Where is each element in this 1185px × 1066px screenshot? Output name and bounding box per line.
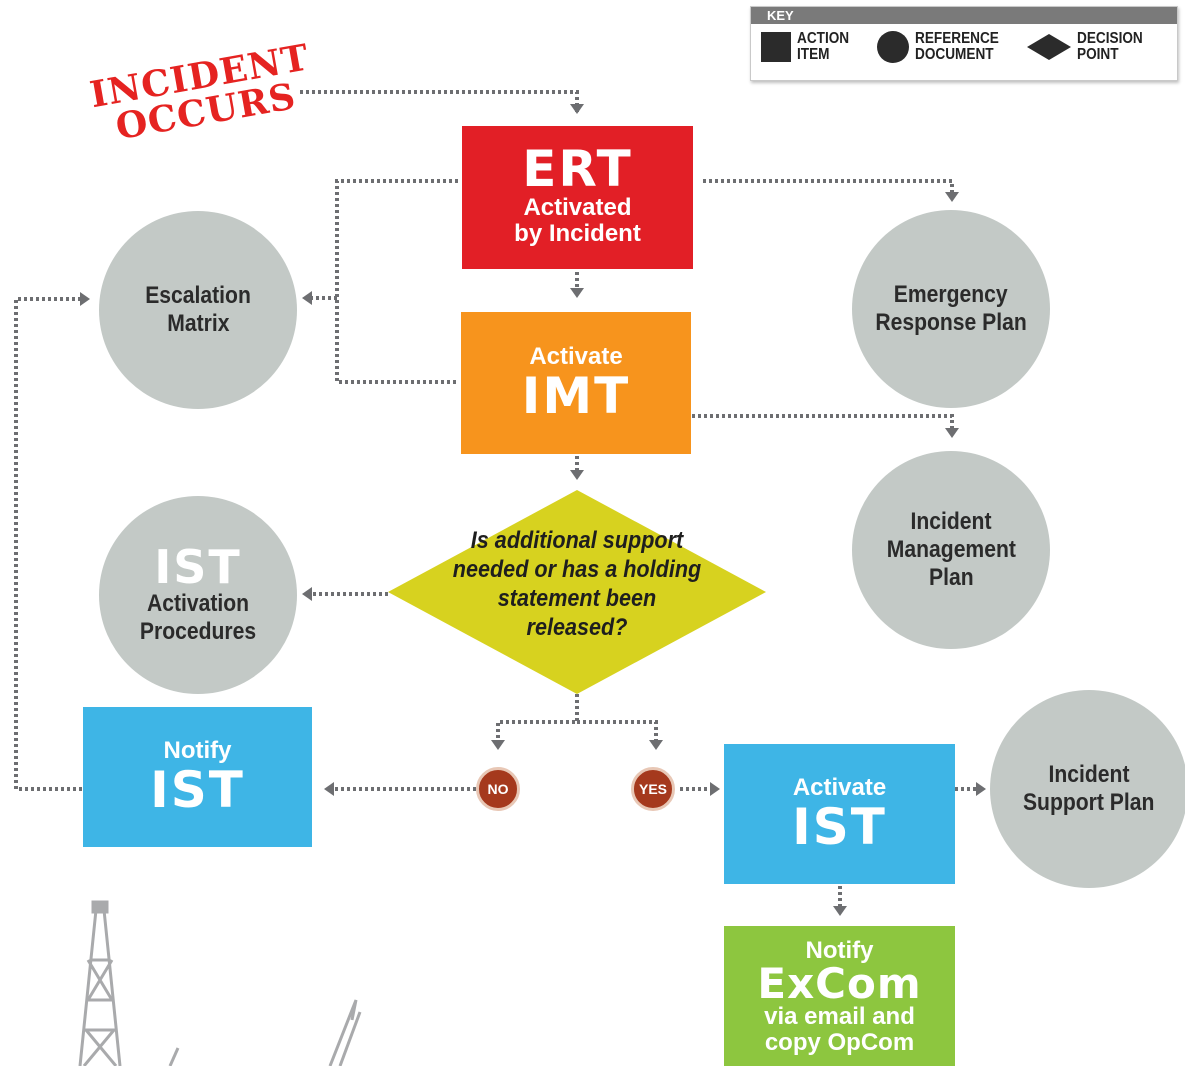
activate-ist-title: IST — [792, 798, 887, 856]
key-reference-line-2: DOCUMENT — [915, 46, 994, 63]
excom-line-1: via email and — [764, 1003, 915, 1030]
excom-title: ExCom — [757, 959, 922, 1008]
key-reference-line-1: REFERENCE — [915, 30, 999, 47]
ist-activation-title: IST — [154, 540, 242, 594]
arrow-head — [324, 782, 334, 796]
key-decision-line-1: DECISION — [1077, 30, 1143, 47]
yes-badge: YES — [631, 767, 675, 811]
oil-rig-illustration — [78, 900, 362, 1066]
notify-ist-top-label: Notify — [163, 737, 232, 764]
incident-support-plan-document: Incident Support Plan — [990, 690, 1185, 888]
notify-ist-action-box: Notify IST — [83, 707, 312, 847]
ert-title: ERT — [522, 139, 633, 198]
key-legend: KEY ACTION ITEM REFERENCE DOCUMENT DECIS… — [750, 6, 1178, 81]
ist-activation-procedures-document: IST Activation Procedures — [99, 496, 297, 694]
notify-ist-title: IST — [150, 761, 245, 819]
key-item-action: ACTION ITEM — [761, 31, 858, 63]
key-item-decision: DECISION POINT — [1027, 31, 1154, 63]
arrow-head — [710, 782, 720, 796]
arrow-head — [833, 906, 847, 916]
arrow-head — [302, 291, 312, 305]
incident-management-line-1: Incident — [910, 508, 992, 535]
circle-icon — [877, 31, 909, 63]
excom-top-label: Notify — [805, 937, 874, 964]
incident-management-line-2: Management — [886, 536, 1016, 563]
arrow-head — [570, 104, 584, 114]
arrow-head — [570, 288, 584, 298]
arrow-head — [976, 782, 986, 796]
key-action-line-2: ITEM — [797, 46, 830, 63]
diamond-icon — [1027, 34, 1071, 60]
incident-support-line-2: Support Plan — [1023, 789, 1155, 816]
arrow-head — [649, 740, 663, 750]
excom-line-2: copy OpCom — [764, 1029, 915, 1056]
activate-ist-action-box: Activate IST — [724, 744, 955, 884]
key-title: KEY — [751, 7, 1177, 24]
escalation-matrix-document: Escalation Matrix — [99, 211, 297, 409]
emergency-response-line-2: Response Plan — [875, 309, 1027, 336]
no-badge: NO — [476, 767, 520, 811]
key-item-reference: REFERENCE DOCUMENT — [877, 31, 1014, 63]
ert-line-1: Activated — [523, 193, 632, 221]
ist-activation-line-1: Activation — [146, 590, 250, 617]
arrow-head — [302, 587, 312, 601]
escalation-matrix-line-1: Escalation — [145, 282, 251, 309]
incident-support-line-1: Incident — [1048, 761, 1130, 788]
decision-diamond — [388, 490, 766, 694]
escalation-matrix-line-2: Matrix — [166, 310, 230, 337]
ist-activation-line-2: Procedures — [139, 618, 257, 645]
arrow-head — [570, 470, 584, 480]
emergency-response-line-1: Emergency — [894, 281, 1008, 308]
arrow-head — [80, 292, 90, 306]
ert-action-box: ERT Activated by Incident — [462, 126, 693, 269]
emergency-response-plan-document: Emergency Response Plan — [852, 210, 1050, 408]
activate-ist-top-label: Activate — [792, 774, 887, 801]
decision-question: Is additional support needed or has a ho… — [452, 527, 702, 641]
ert-line-2: by Incident — [514, 219, 641, 247]
key-decision-line-2: POINT — [1077, 46, 1119, 63]
notify-excom-action-box: Notify ExCom via email and copy OpCom — [724, 926, 955, 1066]
square-icon — [761, 32, 791, 62]
arrow-head — [491, 740, 505, 750]
imt-title: IMT — [521, 367, 631, 425]
imt-action-box: Activate IMT — [461, 312, 691, 454]
incident-management-plan-document: Incident Management Plan — [852, 451, 1050, 649]
incident-management-line-3: Plan — [928, 564, 974, 591]
key-action-line-1: ACTION — [797, 30, 850, 47]
imt-top-label: Activate — [529, 343, 623, 370]
arrow-head — [945, 428, 959, 438]
arrow-head — [945, 192, 959, 202]
